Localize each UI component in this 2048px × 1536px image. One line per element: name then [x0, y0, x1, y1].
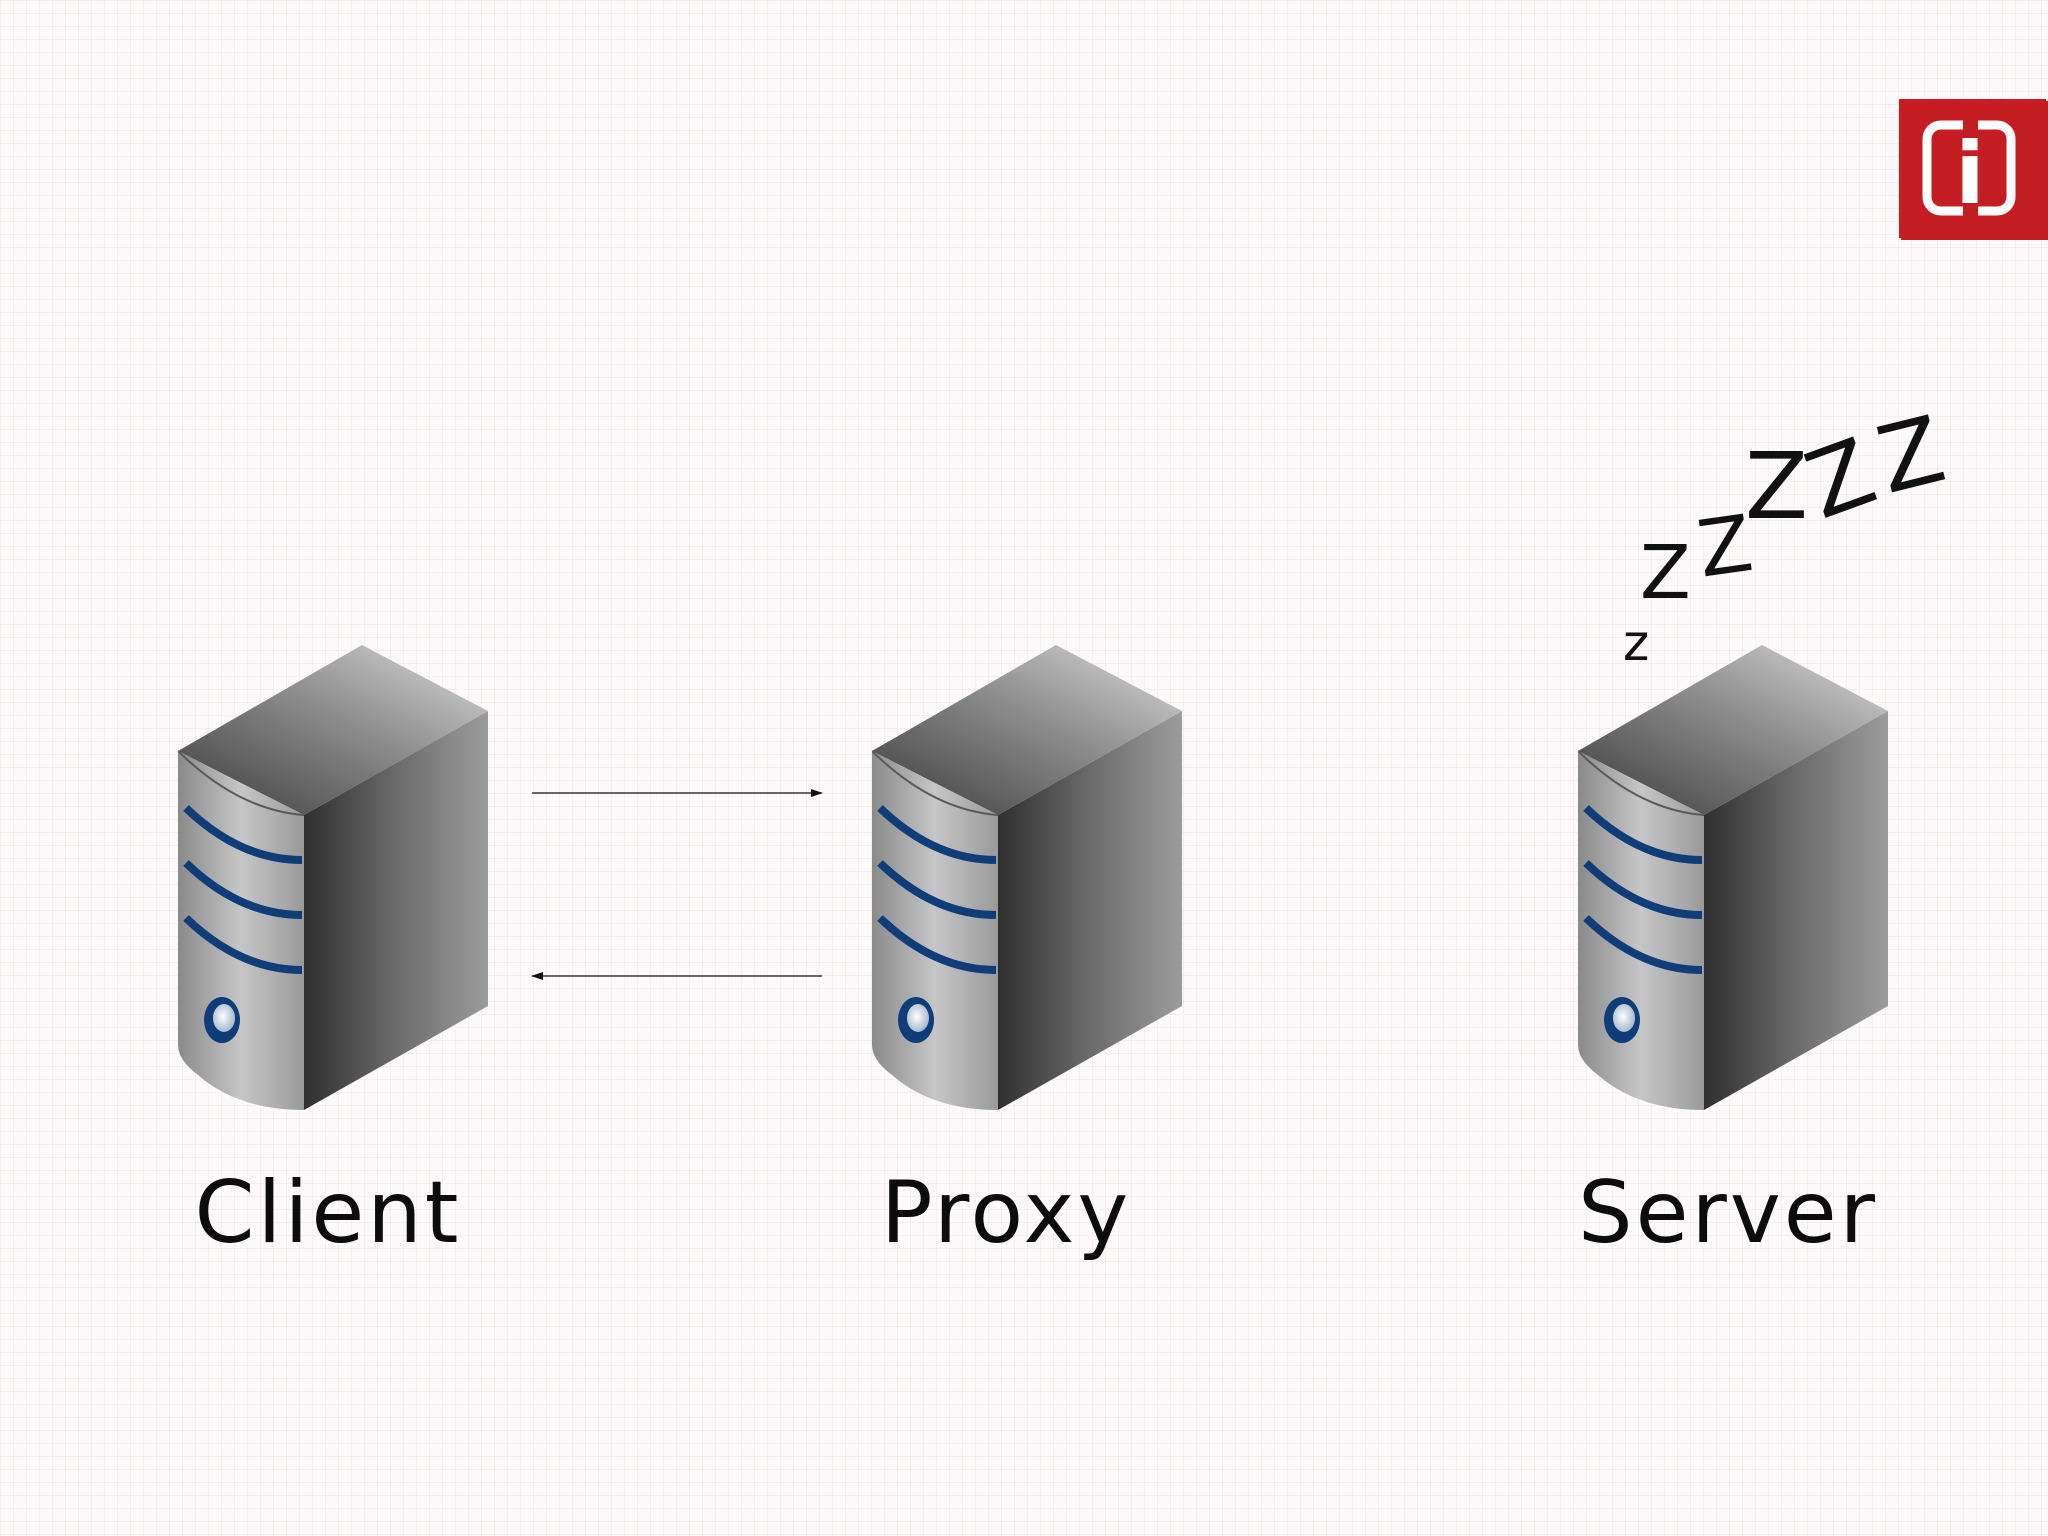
sleep-z-4: Z — [1745, 433, 1808, 540]
client-server-icon — [178, 645, 488, 1110]
logo-glyph: i — [1955, 124, 1984, 224]
server-server-icon — [1578, 645, 1888, 1110]
brand-logo: i — [1899, 99, 2048, 240]
proxy-server-icon — [872, 645, 1182, 1110]
proxy-label: Proxy — [880, 1163, 1132, 1263]
client-label: Client — [194, 1163, 462, 1263]
sleep-z-2: Z — [1640, 530, 1691, 616]
sleep-z-3: Z — [1692, 499, 1757, 596]
server-label: Server — [1577, 1163, 1879, 1263]
sleep-z-1: z — [1623, 614, 1649, 672]
